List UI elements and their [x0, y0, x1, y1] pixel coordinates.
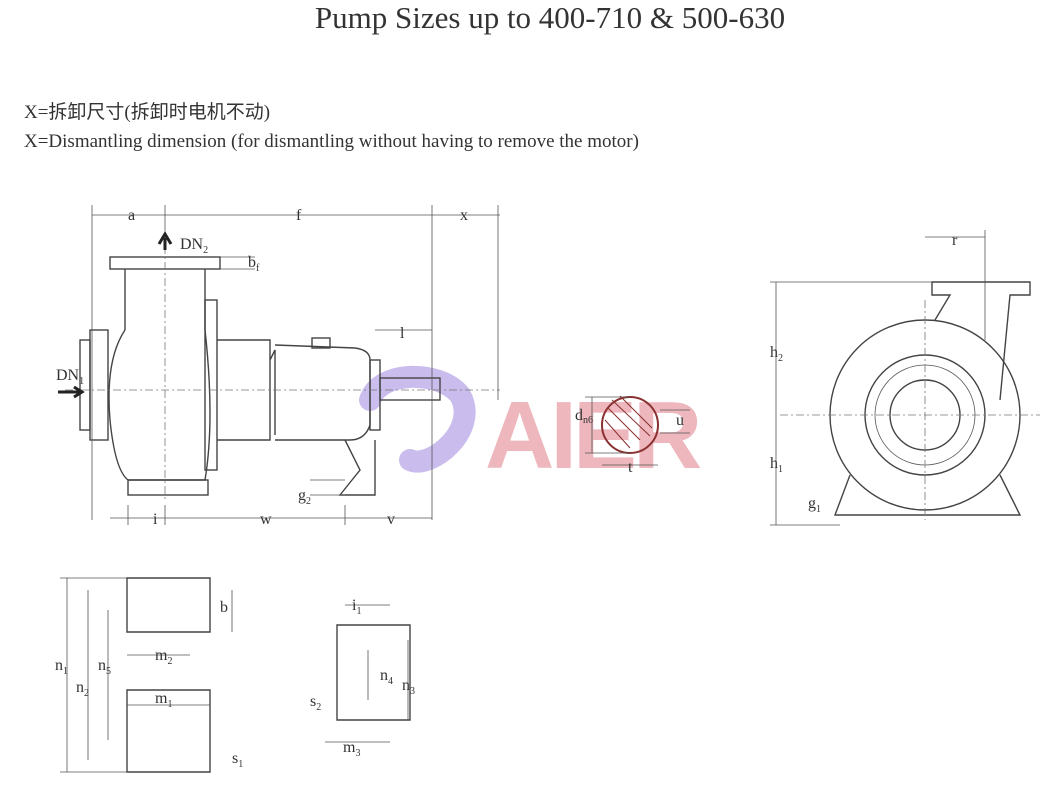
label-bf: bf	[248, 254, 260, 274]
dimension-lines	[91, 205, 690, 525]
label-m3: m3	[343, 739, 360, 759]
label-n1: n1	[55, 657, 68, 677]
label-b: b	[220, 599, 228, 616]
label-g2: g2	[298, 487, 311, 507]
label-dn6: dn6	[575, 407, 593, 426]
label-s2: s2	[310, 693, 321, 713]
pump-side-view	[58, 230, 500, 500]
note-english: X=Dismantling dimension (for dismantling…	[24, 131, 639, 152]
label-dn2: DN2	[180, 236, 208, 256]
label-v: v	[387, 511, 395, 528]
label-m1: m1	[155, 690, 172, 710]
label-n5: n5	[98, 657, 111, 677]
dimension-labels: a f x DN2 bf l DN1 dn6 u t g2 i w v r h2…	[55, 207, 958, 770]
label-l: l	[400, 325, 405, 342]
watermark-text: AIER	[485, 382, 701, 489]
label-n2: n2	[76, 679, 89, 699]
label-n3: n3	[402, 677, 415, 697]
pump-front-view	[770, 230, 1040, 526]
label-i: i	[153, 511, 158, 528]
label-h1: h1	[770, 455, 783, 475]
label-u: u	[676, 412, 684, 429]
aier-watermark-logo: AIER	[359, 365, 705, 489]
label-n4: n4	[380, 667, 393, 687]
label-r: r	[952, 232, 958, 249]
label-f: f	[296, 207, 302, 224]
note-chinese: X=拆卸尺寸(拆卸时电机不动)	[24, 102, 271, 123]
label-a: a	[128, 207, 135, 224]
label-m2: m2	[155, 647, 172, 667]
label-w: w	[260, 511, 272, 528]
label-x: x	[460, 207, 468, 224]
page-title: Pump Sizes up to 400-710 & 500-630	[314, 0, 786, 35]
label-dn1: DN1	[56, 367, 84, 387]
label-t: t	[628, 459, 633, 476]
label-i1: i1	[352, 597, 361, 617]
label-h2: h2	[770, 344, 783, 364]
label-g1: g1	[808, 495, 821, 515]
flange-detail-drawings	[60, 577, 411, 773]
label-s1: s1	[232, 750, 243, 770]
